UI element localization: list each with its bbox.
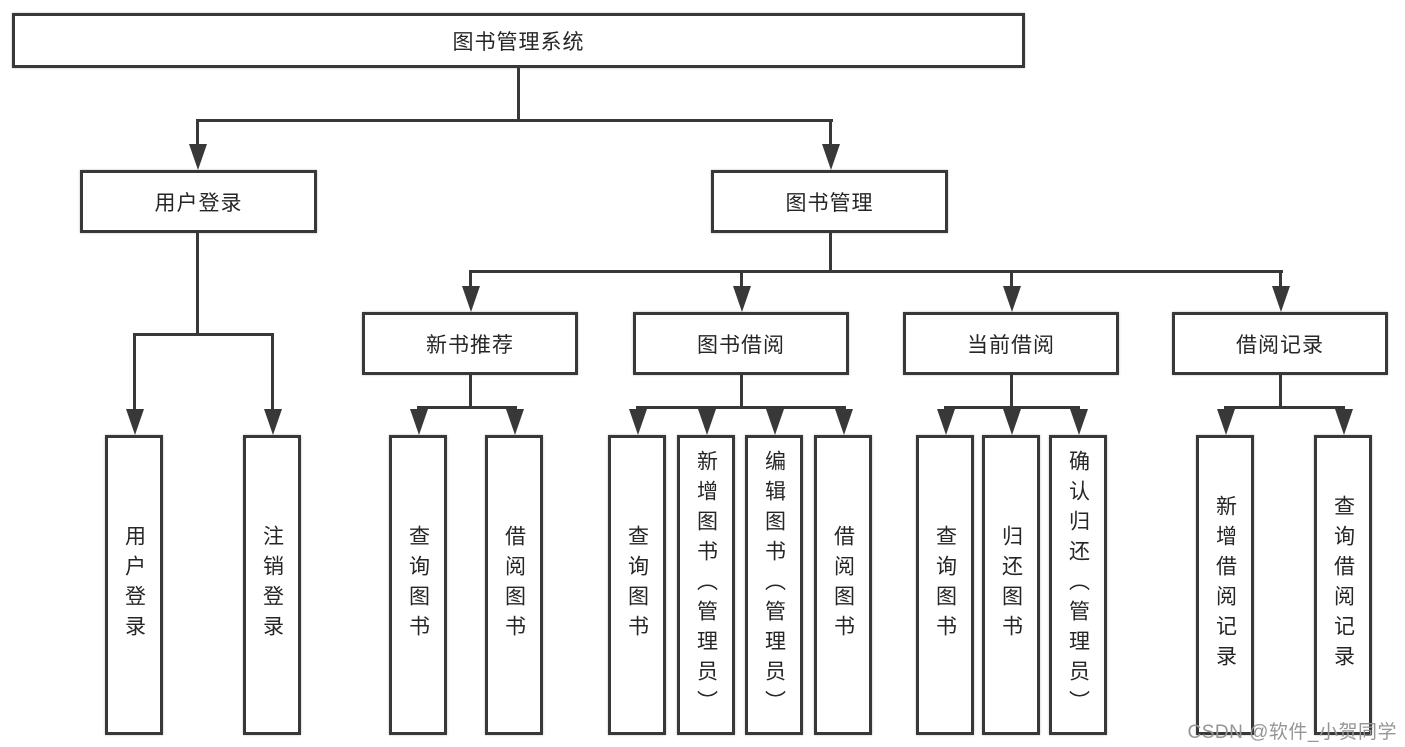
node-book-management: 图书管理 [711, 170, 948, 233]
connector-recommend-rail [417, 406, 517, 409]
connector-shaft [469, 270, 472, 290]
node-borrow-records: 借阅记录 [1172, 312, 1388, 375]
node-label: 图书管理 [785, 191, 874, 215]
arrowhead-down-icon [835, 409, 853, 435]
node-book-borrow: 图书借阅 [633, 312, 849, 375]
leaf-label: 新增图书（管理员） [694, 450, 718, 720]
node-current-borrow: 当前借阅 [903, 312, 1119, 375]
leaf-query-books-current: 查询图书 [916, 435, 974, 735]
connector-shaft [271, 333, 274, 413]
leaf-label: 确认归还（管理员） [1066, 450, 1090, 720]
leaf-query-borrow-record: 查询借阅记录 [1314, 435, 1372, 735]
leaf-label: 查询图书 [933, 525, 957, 645]
csdn-watermark: CSDN @软件_小贺同学 [1187, 722, 1397, 743]
arrowhead-down-icon [1070, 409, 1088, 435]
connector-mgmt-stem [829, 233, 832, 273]
leaf-confirm-return-admin: 确认归还（管理员） [1049, 435, 1107, 735]
node-user-login: 用户登录 [80, 170, 317, 233]
connector-shaft [133, 333, 136, 413]
connector-current-stem [1010, 375, 1013, 409]
connector-records-rail [1224, 406, 1345, 409]
leaf-label: 查询图书 [406, 525, 430, 645]
leaf-add-books-admin: 新增图书（管理员） [677, 435, 735, 735]
node-label: 用户登录 [154, 191, 243, 215]
connector-level3-rail [469, 270, 1283, 273]
node-book-management-system: 图书管理系统 [12, 13, 1025, 68]
connector-shaft [1010, 270, 1013, 290]
arrowhead-down-icon [189, 144, 207, 170]
node-label: 借阅记录 [1236, 333, 1324, 357]
leaf-user-login: 用户登录 [105, 435, 163, 735]
arrowhead-down-icon [766, 409, 784, 435]
arrowhead-down-icon [1003, 286, 1021, 312]
connector-user-rail [133, 333, 274, 336]
node-label: 图书管理系统 [452, 30, 585, 54]
connector-borrow-rail [636, 406, 846, 409]
connector-borrow-stem [740, 375, 743, 409]
arrowhead-down-icon [506, 409, 524, 435]
arrowhead-down-icon [822, 144, 840, 170]
leaf-label: 新增借阅记录 [1213, 495, 1237, 675]
leaf-borrow-books-recommend: 借阅图书 [485, 435, 543, 735]
arrowhead-down-icon [1003, 409, 1021, 435]
arrowhead-down-icon [1217, 409, 1235, 435]
arrowhead-down-icon [733, 286, 751, 312]
arrowhead-down-icon [264, 409, 282, 435]
leaf-logout: 注销登录 [243, 435, 301, 735]
connector-shaft [1279, 270, 1282, 290]
leaf-return-books: 归还图书 [982, 435, 1040, 735]
leaf-edit-books-admin: 编辑图书（管理员） [745, 435, 803, 735]
leaf-query-books-borrow: 查询图书 [608, 435, 666, 735]
leaf-label: 用户登录 [122, 525, 146, 645]
arrowhead-down-icon [629, 409, 647, 435]
leaf-add-borrow-record: 新增借阅记录 [1196, 435, 1254, 735]
connector-user-stem [196, 233, 199, 336]
leaf-label: 归还图书 [999, 525, 1023, 645]
leaf-label: 查询借阅记录 [1331, 495, 1355, 675]
leaf-borrow-books: 借阅图书 [814, 435, 872, 735]
arrowhead-down-icon [126, 409, 144, 435]
arrowhead-down-icon [1335, 409, 1353, 435]
connector-level2-rail [196, 119, 833, 122]
connector-recommend-stem [469, 375, 472, 409]
arrowhead-down-icon [462, 286, 480, 312]
arrowhead-down-icon [937, 409, 955, 435]
leaf-label: 借阅图书 [831, 525, 855, 645]
arrowhead-down-icon [410, 409, 428, 435]
leaf-label: 注销登录 [260, 525, 284, 645]
connector-records-stem [1279, 375, 1282, 409]
arrowhead-down-icon [698, 409, 716, 435]
node-new-book-recommend: 新书推荐 [362, 312, 578, 375]
leaf-label: 查询图书 [625, 525, 649, 645]
node-label: 当前借阅 [967, 333, 1055, 357]
connector-root-stem [517, 68, 520, 120]
connector-shaft [829, 119, 832, 149]
connector-shaft [740, 270, 743, 290]
leaf-query-books-recommend: 查询图书 [389, 435, 447, 735]
leaf-label: 编辑图书（管理员） [762, 450, 786, 720]
arrowhead-down-icon [1272, 286, 1290, 312]
connector-shaft [196, 119, 199, 149]
node-label: 图书借阅 [697, 333, 785, 357]
node-label: 新书推荐 [426, 333, 514, 357]
leaf-label: 借阅图书 [502, 525, 526, 645]
